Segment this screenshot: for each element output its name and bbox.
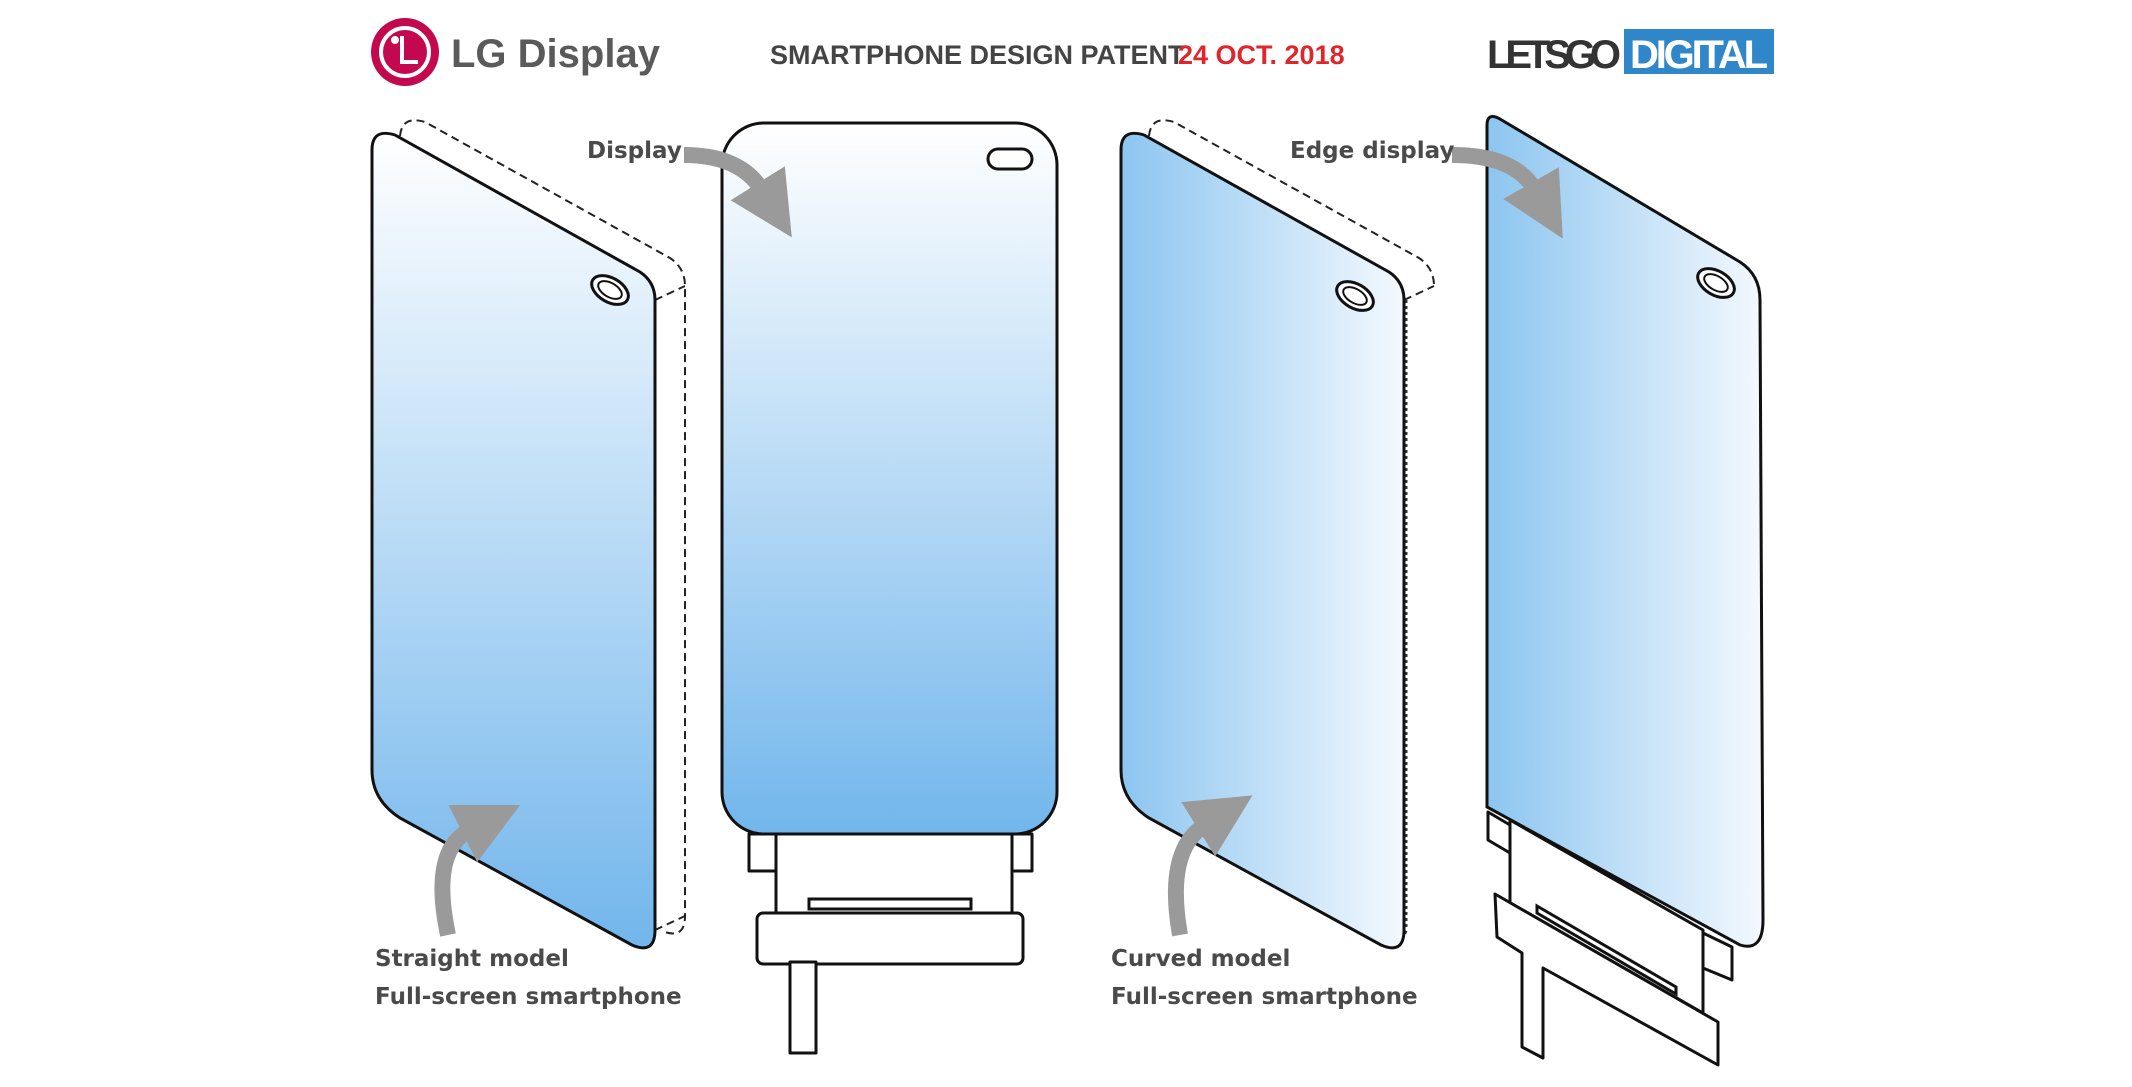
letsgo-digital-logo: LETSGO DIGITAL [1487,29,1774,77]
lg-display-text: LG Display [451,32,661,76]
lg-display-logo: LG Display [371,18,661,86]
front-display-phone [720,121,1059,1055]
camera-pill-icon [986,147,1034,171]
straight-model-label: Straight model [375,946,569,972]
straight-model-phone [370,119,686,950]
curved-model-phone [1119,119,1435,950]
arrow-icon [1167,795,1253,937]
straight-model-sublabel: Full-screen smartphone [375,984,682,1010]
edge-display-phone [1485,115,1765,1067]
page-title: SMARTPHONE DESIGN PATENT [770,40,1185,70]
edge-display-label: Edge display [1290,138,1454,164]
patent-date: 24 OCT. 2018 [1178,40,1345,70]
svg-text:LETSGO: LETSGO [1487,33,1621,77]
arrow-icon [1451,147,1563,239]
display-label: Display [587,138,682,164]
arrow-icon [683,147,792,238]
svg-text:DIGITAL: DIGITAL [1630,33,1768,77]
curved-model-sublabel: Full-screen smartphone [1111,984,1418,1010]
arrow-icon [434,804,521,937]
curved-model-label: Curved model [1111,946,1290,972]
